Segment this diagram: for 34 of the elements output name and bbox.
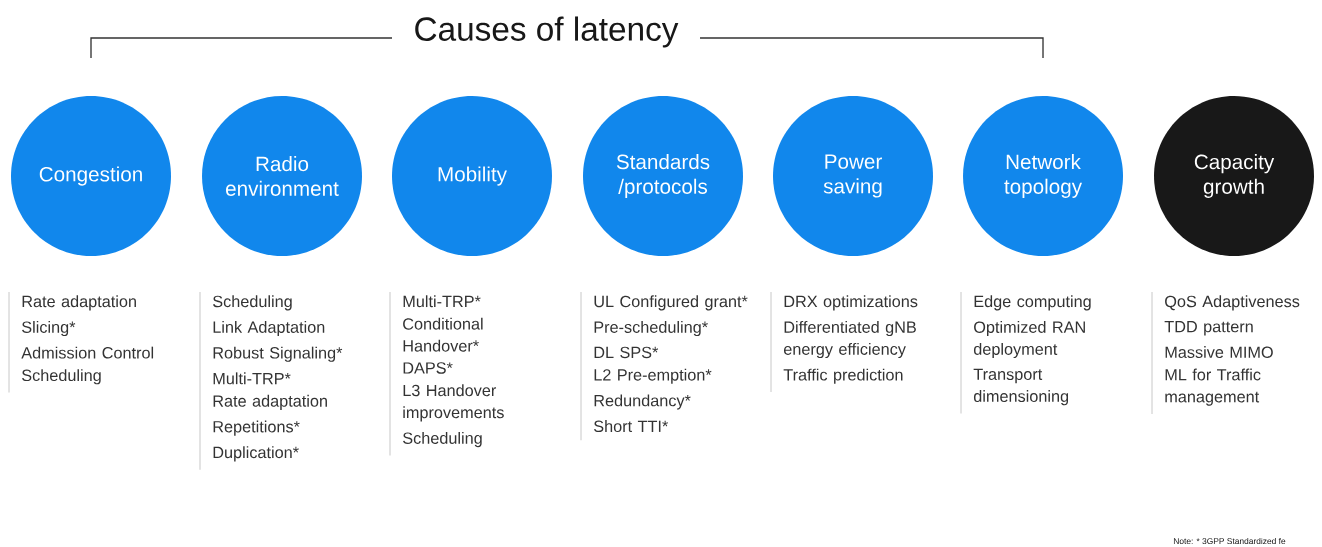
list-item: UL Configured grant*: [594, 295, 748, 311]
list-item: Rate adaptation: [213, 394, 327, 410]
list-item: Differentiated gNB energy efficiency: [783, 320, 916, 359]
list-item: Redundancy*: [594, 394, 691, 410]
list-item: Slicing*: [22, 320, 76, 337]
list-item: Rate adaptation: [22, 295, 136, 311]
list-item: DAPS*: [403, 362, 453, 374]
list-item: Multi-TRP*: [213, 372, 291, 385]
list-item: QoS Adaptiveness: [1165, 295, 1300, 311]
title: Causes of latency: [415, 16, 679, 48]
list-item: Robust Signaling*: [213, 346, 343, 362]
list-item: Massive MIMO: [1165, 346, 1273, 358]
list-item: Repetitions*: [213, 420, 300, 436]
list-item: Scheduling: [22, 369, 101, 385]
list-item: DRX optimizations: [784, 295, 918, 311]
list-item: Traffic prediction: [783, 368, 903, 384]
list-item: Transport dimensioning: [973, 368, 1069, 406]
list-item: L2 Pre-emption*: [594, 368, 712, 384]
list-item: Short TTI*: [594, 420, 669, 433]
footnote: Note: * 3GPP Standardized fe: [1173, 537, 1286, 545]
list-item: Duplication*: [213, 446, 299, 462]
list-item: DL SPS*: [594, 346, 659, 359]
list-item: Multi-TRP*: [403, 295, 481, 308]
list-item: Edge computing: [974, 295, 1091, 311]
list-item: Conditional Handover*: [403, 317, 483, 352]
list-item: Scheduling: [403, 431, 482, 448]
list-item: Optimized RAN deployment: [973, 320, 1085, 359]
list-item: Admission Control: [21, 346, 154, 359]
list-item: Pre-scheduling*: [594, 320, 708, 337]
list-item: TDD pattern: [1164, 320, 1253, 336]
list-item: Scheduling: [213, 295, 292, 311]
list-item: L3 Handover improvements: [403, 384, 504, 422]
list-item: ML for Traffic management: [1165, 368, 1261, 406]
list-item: Link Adaptation: [213, 320, 325, 337]
